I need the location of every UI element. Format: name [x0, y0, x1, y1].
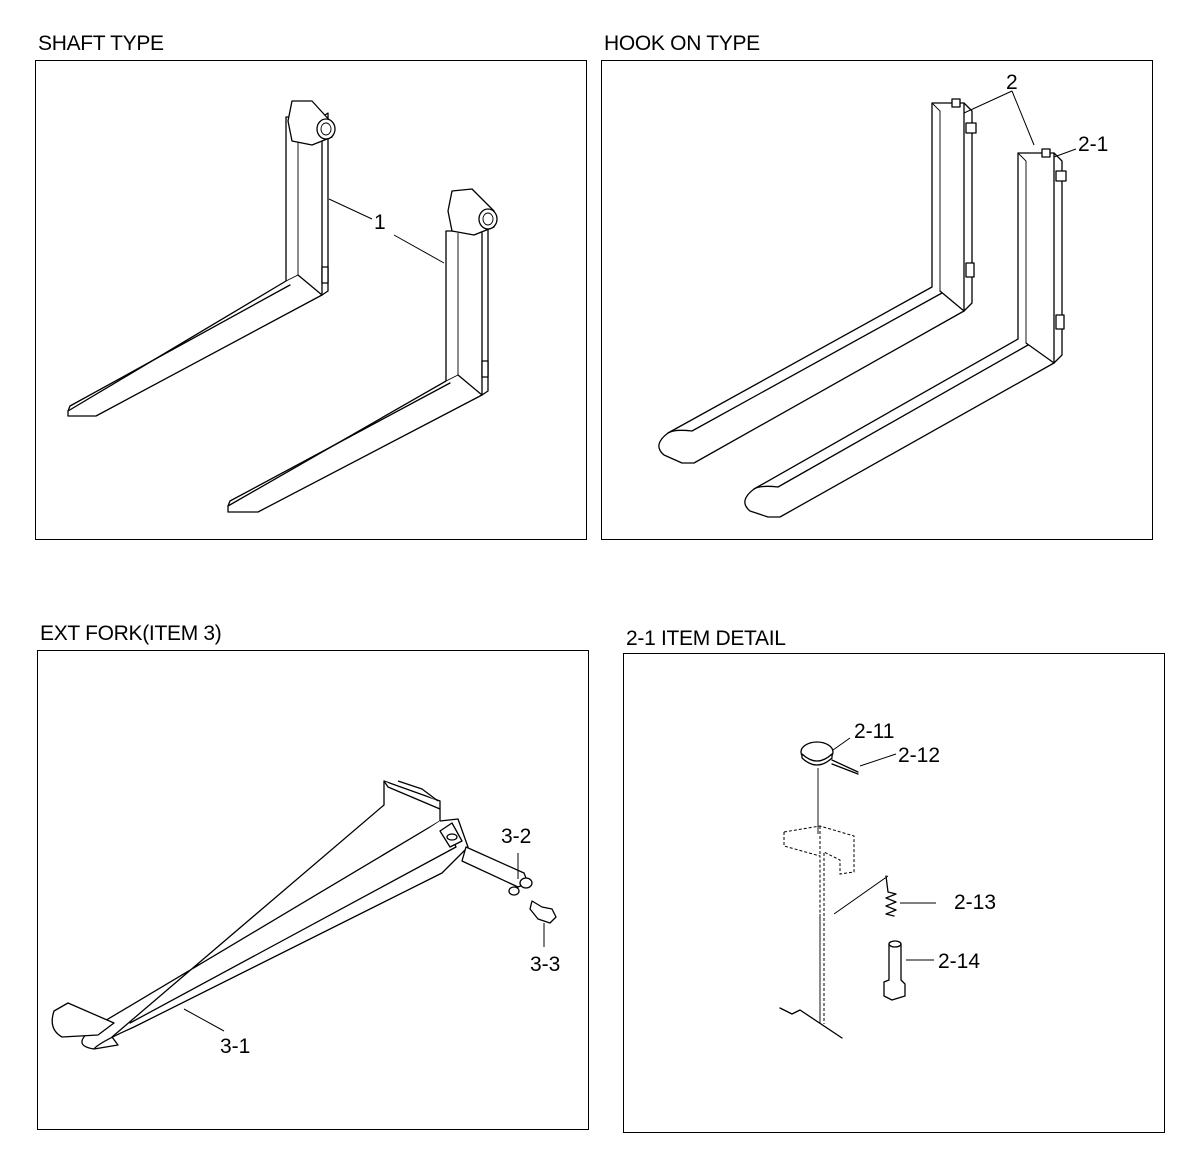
callout-2-14: 2-14 [906, 950, 980, 973]
shaft-fork-front [227, 188, 498, 513]
callout-2-1-label: 2-1 [1078, 133, 1108, 156]
hook-fork-front [744, 148, 1067, 518]
lock-pin-part [883, 940, 906, 1001]
callout-3-3: 3-3 [530, 923, 560, 976]
knob-part [800, 741, 834, 834]
ext-fork-title: EXT FORK(ITEM 3) [40, 622, 222, 645]
callout-3-2-label: 3-2 [501, 825, 531, 848]
callout-2-14-label: 2-14 [938, 950, 980, 973]
callout-2: 2 [963, 71, 1035, 146]
callout-2-label: 2 [1006, 71, 1018, 94]
hook-on-type-panel: 2 2-1 [601, 60, 1153, 540]
callout-2-1: 2-1 [1053, 133, 1108, 158]
ext-fork-body [51, 780, 469, 1050]
callout-2-12: 2-12 [859, 744, 940, 767]
callout-3-3-label: 3-3 [530, 953, 560, 976]
item-detail-panel: 2-11 2-12 2-13 2-14 [623, 653, 1165, 1133]
hook-bracket-outline [779, 825, 855, 1039]
hook-on-type-title: HOOK ON TYPE [604, 32, 760, 55]
ext-fork-panel: 3-1 3-2 3-3 [37, 650, 589, 1130]
callout-3-2: 3-2 [501, 825, 531, 879]
callout-3-1-label: 3-1 [220, 1035, 250, 1058]
shaft-fork-back [67, 100, 336, 417]
ext-fork-bolt [529, 900, 557, 924]
callout-2-11-label: 2-11 [854, 720, 894, 743]
shaft-type-drawing: 1 [67, 100, 498, 513]
callout-1: 1 [328, 198, 445, 264]
callout-2-12-label: 2-12 [898, 744, 940, 767]
callout-2-13-label: 2-13 [954, 891, 996, 914]
shaft-type-title: SHAFT TYPE [38, 32, 164, 55]
callout-2-11: 2-11 [832, 720, 894, 751]
callout-1-label: 1 [374, 211, 386, 234]
ext-fork-pin [461, 846, 533, 896]
spring-part [833, 875, 897, 917]
item-detail-title: 2-1 ITEM DETAIL [626, 627, 786, 650]
shaft-type-panel: 1 [35, 60, 587, 540]
hook-fork-back [658, 98, 977, 464]
callout-2-13: 2-13 [900, 891, 996, 914]
hook-on-type-drawing: 2 2-1 [658, 71, 1108, 518]
ext-fork-drawing: 3-1 3-2 3-3 [51, 780, 560, 1058]
split-pin-part [831, 759, 859, 775]
item-detail-drawing: 2-11 2-12 2-13 2-14 [779, 720, 996, 1039]
callout-3-1: 3-1 [183, 1008, 250, 1058]
